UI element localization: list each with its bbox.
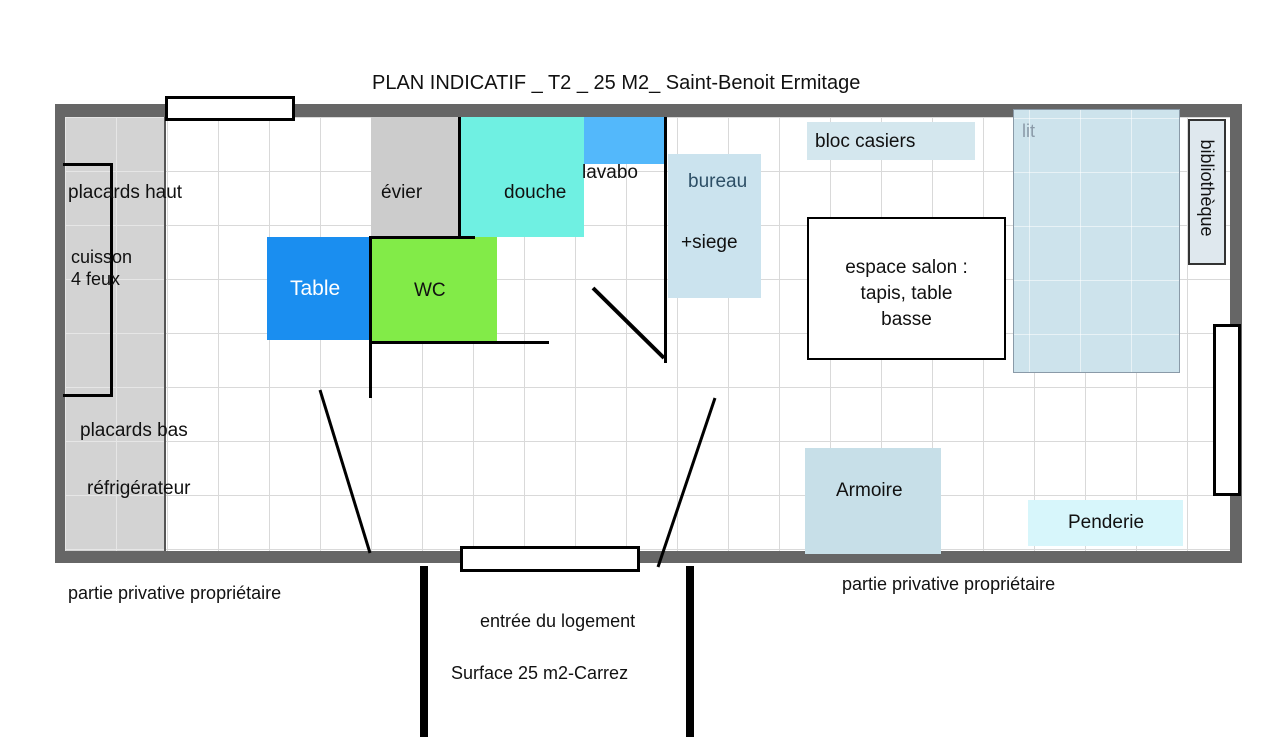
cuisson-label-line2: 4 feux [71, 269, 121, 289]
lit-label: lit [1022, 121, 1035, 141]
lit-zone [1013, 109, 1180, 373]
bloc-casiers-label: bloc casiers [815, 131, 916, 152]
evier-label: évier [381, 182, 423, 203]
bathroom-wall-douche-left [458, 117, 461, 239]
bureau-label: bureau [688, 171, 748, 192]
bibliotheque-label: bibliothèque [1197, 139, 1217, 237]
bureau-zone [668, 154, 761, 298]
douche-zone [460, 117, 584, 237]
privative-right-label: partie privative propriétaire [842, 574, 1056, 594]
espace-salon-zone: espace salon : tapis, table basse [807, 217, 1006, 360]
siege-label: +siege [681, 232, 738, 253]
cuisson-outline [63, 163, 113, 397]
armoire-label: Armoire [836, 480, 903, 501]
window-entry [460, 546, 640, 572]
douche-label: douche [504, 182, 567, 203]
plan-title: PLAN INDICATIF _ T2 _ 25 M2_ Saint-Benoi… [372, 72, 861, 94]
surface-label: Surface 25 m2-Carrez [451, 663, 629, 683]
penderie-label: Penderie [1068, 512, 1145, 533]
wc-zone [372, 237, 497, 343]
cuisson-label: cuisson [71, 247, 133, 267]
lavabo-zone [584, 117, 665, 164]
espace-salon-label-line2: tapis, table [860, 283, 953, 304]
bloc-casiers-zone [807, 122, 975, 160]
penderie-zone [1028, 500, 1183, 546]
evier-zone [371, 117, 460, 239]
lavabo-label: lavabo [582, 162, 638, 183]
espace-salon-label-line3: basse [881, 309, 932, 330]
armoire-zone [805, 448, 941, 554]
bathroom-wall-wc-top [370, 236, 475, 239]
window-right [1213, 324, 1241, 496]
entry-wall-right [686, 566, 694, 737]
entree-label: entrée du logement [480, 611, 636, 631]
bathroom-wall-right [664, 117, 667, 363]
kitchen-strip [65, 117, 165, 551]
window-top-left [165, 96, 295, 121]
espace-salon-label: espace salon : [845, 257, 968, 278]
entry-wall-left [420, 566, 428, 737]
wc-label: WC [414, 280, 446, 301]
refrigerateur-label: réfrigérateur [87, 478, 191, 499]
placards-bas-label: placards bas [80, 420, 188, 441]
bibliotheque-zone [1188, 119, 1226, 265]
bathroom-wall-bottom [370, 341, 549, 344]
kitchen-strip-edge [164, 117, 166, 551]
table-label: Table [290, 277, 341, 300]
table-zone [267, 237, 370, 340]
placards-haut-label: placards haut [68, 182, 183, 203]
bathroom-wall-left [369, 236, 372, 398]
privative-left-label: partie privative propriétaire [68, 583, 282, 603]
